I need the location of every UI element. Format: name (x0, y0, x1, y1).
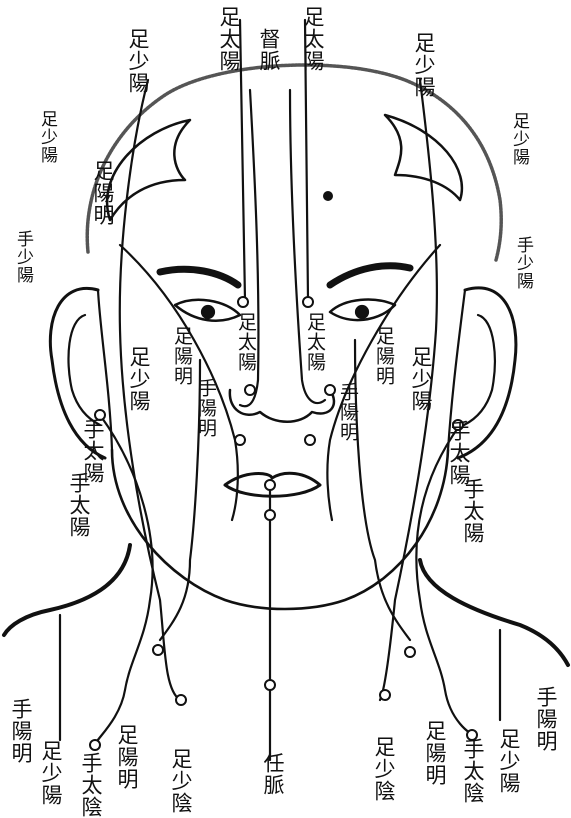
label-top-zu-taiyang-right: 足太陽 (302, 6, 323, 72)
left-brow (160, 269, 238, 285)
label-bottom-left-zu-yangming: 足陽明 (116, 724, 137, 790)
label-left-zu-shaoyang-side: 足少陽 (38, 110, 55, 164)
label-bottom-right-zu-shaoyin: 足少陰 (373, 736, 394, 802)
label-top-du-mai: 督脈 (258, 28, 279, 72)
label-bottom-right-shou-taiyin: 手太陰 (462, 738, 483, 804)
right-hairline-hook (385, 115, 462, 200)
label-right-zu-yangming-cheek: 足陽明 (374, 326, 393, 386)
label-bottom-left-shou-taiyin: 手太陰 (80, 752, 101, 818)
point-right-shaoyin (380, 690, 390, 700)
label-right-zu-shaoyang-side: 足少陽 (510, 112, 527, 166)
label-bottom-left-zu-shaoyang: 足少陽 (40, 740, 61, 806)
label-bottom-left-zu-shaoyin: 足少陰 (170, 748, 191, 814)
label-bottom-right-shou-yangming: 手陽明 (535, 686, 556, 752)
right-pupil (356, 306, 368, 318)
label-right-zu-taiyang-nose: 足太陽 (305, 312, 324, 372)
label-left-zu-yangming-forehead: 足陽明 (92, 160, 113, 226)
label-right-shou-yangming: 手陽明 (338, 382, 357, 442)
point-right-neck (405, 647, 415, 657)
point-right-cheek (325, 385, 335, 395)
label-left-shou-taiyang-2: 手太陽 (68, 472, 89, 538)
point-mouth (265, 480, 275, 490)
label-right-shou-taiyang-1: 手太陽 (448, 420, 469, 486)
label-bottom-left-shou-yangming: 手陽明 (10, 698, 31, 764)
left-neck-line (160, 360, 200, 640)
label-left-zu-yangming-cheek: 足陽明 (172, 326, 191, 386)
label-top-left-zu-shaoyang: 足少陽 (127, 28, 148, 94)
point-right-inner-eye (303, 297, 313, 307)
point-left-neck (153, 645, 163, 655)
point-left-shaoyin (176, 695, 186, 705)
left-hairline-hook (107, 120, 190, 220)
label-top-right-zu-shaoyang: 足少陽 (413, 32, 434, 98)
point-left-cheek (245, 385, 255, 395)
label-bottom-right-zu-shaoyang: 足少陽 (498, 728, 519, 794)
label-left-shou-yangming: 手陽明 (196, 378, 215, 438)
point-right-nose (305, 435, 315, 445)
left-pupil (202, 306, 214, 318)
point-left-inner-eye (238, 297, 248, 307)
label-right-shou-shaoyang: 手少陽 (514, 236, 531, 290)
label-bottom-right-zu-yangming: 足陽明 (424, 720, 445, 786)
point-chin (265, 510, 275, 520)
label-right-shou-taiyang-2: 手太陽 (462, 478, 483, 544)
forehead-mark (323, 191, 333, 201)
label-bottom-ren-mai: 任脈 (262, 752, 283, 796)
point-neck-ren (265, 680, 275, 690)
left-ear-inner (68, 315, 100, 425)
right-brow (330, 266, 410, 285)
point-left-taiyin (90, 740, 100, 750)
right-shoulder (420, 560, 568, 665)
left-shoulder (4, 545, 130, 635)
right-ear-inner (464, 315, 495, 425)
point-left-nose (235, 435, 245, 445)
label-top-zu-taiyang-left: 足太陽 (218, 6, 239, 72)
label-left-zu-taiyang-nose: 足太陽 (236, 312, 255, 372)
label-left-shou-shaoyang: 手少陽 (14, 230, 31, 284)
label-left-zu-shaoyang-cheek: 足少陽 (128, 346, 149, 412)
label-right-zu-shaoyang-cheek: 足少陽 (410, 346, 431, 412)
